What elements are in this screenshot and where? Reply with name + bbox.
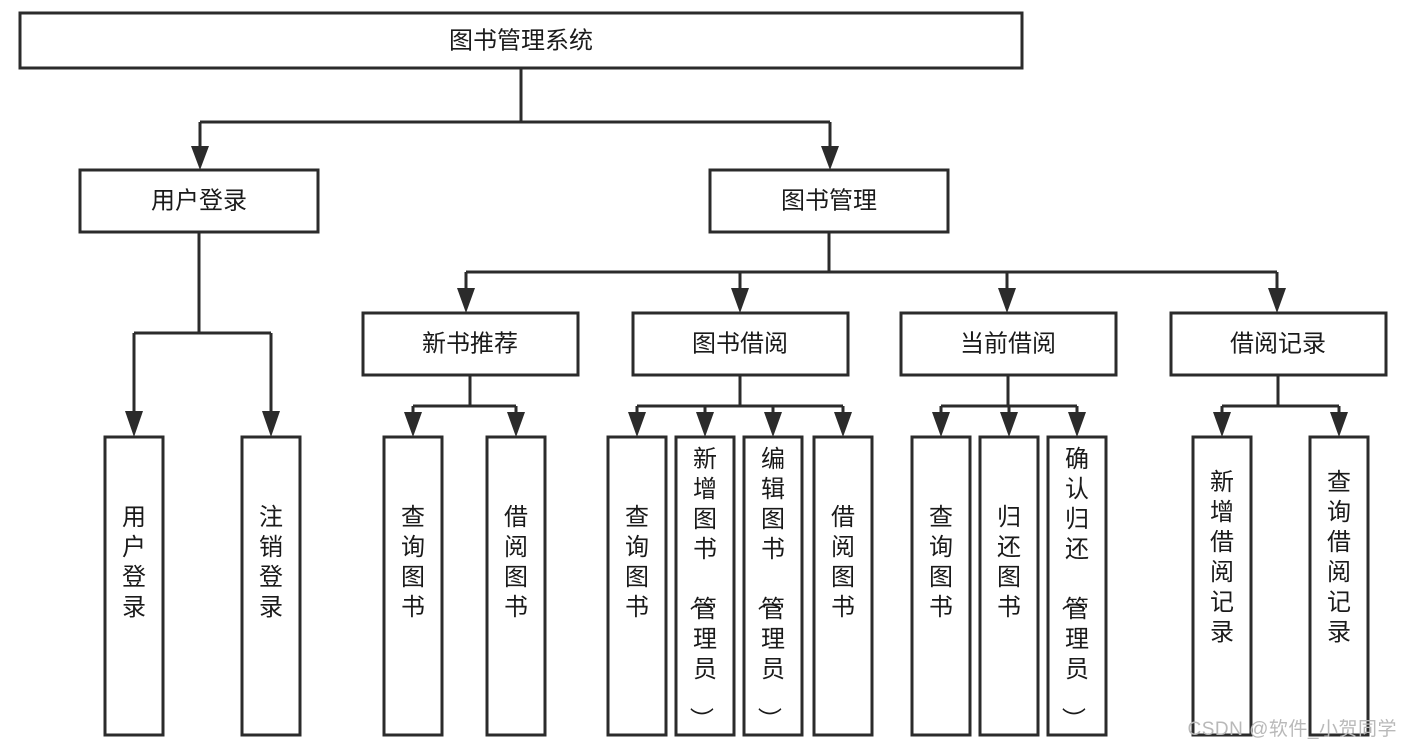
node-leaf-query-book-3[interactable]: 查询图书 xyxy=(910,435,972,737)
connector-layer xyxy=(125,68,1348,437)
node-newbook-box[interactable] xyxy=(361,311,580,377)
node-leaf-query-book-3-label: 查询图书 xyxy=(929,504,953,621)
node-borrow-box[interactable] xyxy=(631,311,850,377)
node-leaf-user-logout-box[interactable] xyxy=(240,435,302,737)
node-records-box[interactable] xyxy=(1169,311,1388,377)
arrow-root-to-login-icon xyxy=(191,146,209,170)
arrow-login-to-leaf1-icon xyxy=(125,411,143,437)
node-leaf-query-book-1[interactable]: 查询图书 xyxy=(382,435,444,737)
node-leaf-confirm-return[interactable]: 确认归还（管理员） xyxy=(1046,435,1108,737)
node-leaf-borrow-book-2-label: 借阅图书 xyxy=(831,504,855,621)
node-borrow[interactable]: 图书借阅 xyxy=(631,311,850,377)
node-current-box[interactable] xyxy=(899,311,1118,377)
node-current-label: 当前借阅 xyxy=(960,330,1056,357)
node-leaf-edit-book[interactable]: 编辑图书（管理员） xyxy=(742,435,804,737)
arrow-bookmgmt-to-borrow-icon xyxy=(731,288,749,313)
arrow-newbook-to-leaf1-icon xyxy=(404,412,422,437)
arrow-login-to-leaf2-icon xyxy=(262,411,280,437)
arrow-current-to-leaf1-icon xyxy=(932,412,950,437)
node-records-label: 借阅记录 xyxy=(1230,330,1326,357)
arrow-bookmgmt-to-newbook-icon xyxy=(457,288,475,313)
node-current[interactable]: 当前借阅 xyxy=(899,311,1118,377)
node-leaf-add-book-label: 新增图书（管理员） xyxy=(687,446,717,731)
arrow-borrow-to-leaf3-icon xyxy=(764,412,782,437)
node-leaf-query-book-2[interactable]: 查询图书 xyxy=(606,435,668,737)
arrow-root-to-bookmgmt-icon xyxy=(821,146,839,170)
node-borrow-label: 图书借阅 xyxy=(692,330,788,357)
node-leaf-add-record[interactable]: 新增借阅记录 xyxy=(1191,435,1253,737)
node-leaf-return-book-box[interactable] xyxy=(978,435,1040,737)
node-leaf-confirm-return-box[interactable] xyxy=(1046,435,1108,737)
node-leaf-add-book-box[interactable] xyxy=(674,435,736,737)
node-bookmgmt[interactable]: 图书管理 xyxy=(708,168,950,234)
node-leaf-query-book-3-box[interactable] xyxy=(910,435,972,737)
arrow-records-to-leaf2-icon xyxy=(1330,412,1348,437)
arrow-current-to-leaf2-icon xyxy=(1000,412,1018,437)
node-leaf-query-record-box[interactable] xyxy=(1308,435,1370,737)
node-leaf-query-record[interactable]: 查询借阅记录 xyxy=(1308,435,1370,737)
node-root-box[interactable] xyxy=(18,11,1024,70)
arrow-newbook-to-leaf2-icon xyxy=(507,412,525,437)
node-login-box[interactable] xyxy=(78,168,320,234)
node-leaf-add-book[interactable]: 新增图书（管理员） xyxy=(674,435,736,737)
node-leaf-add-record-box[interactable] xyxy=(1191,435,1253,737)
node-root-label: 图书管理系统 xyxy=(449,27,593,54)
node-leaf-query-book-2-label: 查询图书 xyxy=(625,504,649,621)
node-leaf-user-login-label: 用户登录 xyxy=(122,504,146,621)
node-bookmgmt-box[interactable] xyxy=(708,168,950,234)
node-leaf-confirm-return-label: 确认归还（管理员） xyxy=(1059,446,1089,731)
node-leaf-user-logout-label: 注销登录 xyxy=(259,504,283,621)
node-records[interactable]: 借阅记录 xyxy=(1169,311,1388,377)
node-leaf-edit-book-label: 编辑图书（管理员） xyxy=(755,446,785,731)
arrow-bookmgmt-to-current-icon xyxy=(998,288,1016,313)
csdn-watermark: CSDN @软件_小贺同学 xyxy=(1187,719,1397,740)
node-login[interactable]: 用户登录 xyxy=(78,168,320,234)
arrow-current-to-leaf3-icon xyxy=(1068,412,1086,437)
node-leaf-user-login[interactable]: 用户登录 xyxy=(103,435,165,737)
node-leaf-borrow-book-2[interactable]: 借阅图书 xyxy=(812,435,874,737)
arrow-bookmgmt-to-records-icon xyxy=(1268,288,1286,313)
node-login-label: 用户登录 xyxy=(151,187,247,214)
node-root[interactable]: 图书管理系统 xyxy=(18,11,1024,70)
node-leaf-borrow-book-1-label: 借阅图书 xyxy=(504,504,528,621)
node-leaf-query-book-2-box[interactable] xyxy=(606,435,668,737)
node-leaf-query-record-label: 查询借阅记录 xyxy=(1327,469,1351,646)
node-leaf-user-login-box[interactable] xyxy=(103,435,165,737)
node-leaf-user-logout[interactable]: 注销登录 xyxy=(240,435,302,737)
node-bookmgmt-label: 图书管理 xyxy=(781,187,877,214)
node-newbook-label: 新书推荐 xyxy=(422,330,518,357)
arrow-records-to-leaf1-icon xyxy=(1213,412,1231,437)
arrow-borrow-to-leaf4-icon xyxy=(834,412,852,437)
node-leaf-borrow-book-1[interactable]: 借阅图书 xyxy=(485,435,547,737)
node-leaf-add-record-label: 新增借阅记录 xyxy=(1210,469,1234,646)
node-newbook[interactable]: 新书推荐 xyxy=(361,311,580,377)
node-leaf-borrow-book-1-box[interactable] xyxy=(485,435,547,737)
arrow-borrow-to-leaf1-icon xyxy=(628,412,646,437)
arrow-borrow-to-leaf2-icon xyxy=(696,412,714,437)
node-leaf-query-book-1-label: 查询图书 xyxy=(401,504,425,621)
node-leaf-query-book-1-box[interactable] xyxy=(382,435,444,737)
node-leaf-edit-book-box[interactable] xyxy=(742,435,804,737)
node-leaf-return-book[interactable]: 归还图书 xyxy=(978,435,1040,737)
node-leaf-return-book-label: 归还图书 xyxy=(997,504,1021,621)
node-leaf-borrow-book-2-box[interactable] xyxy=(812,435,874,737)
